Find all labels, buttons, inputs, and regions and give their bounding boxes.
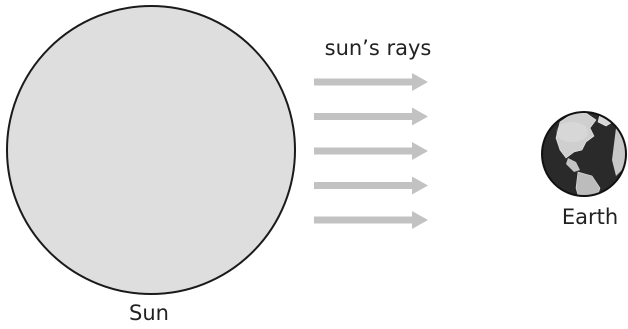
arrow-right-icon (314, 73, 428, 91)
rays-label: sun’s rays (325, 36, 432, 60)
arrow-right-icon (314, 142, 428, 160)
arrow-right-icon (314, 211, 428, 229)
globe-icon (542, 112, 628, 212)
earth-label: Earth (562, 205, 618, 229)
sun-circle-icon (7, 6, 295, 294)
sun-label: Sun (129, 301, 169, 325)
sun-rays (314, 73, 428, 229)
arrow-right-icon (314, 108, 428, 126)
arrow-right-icon (314, 177, 428, 195)
